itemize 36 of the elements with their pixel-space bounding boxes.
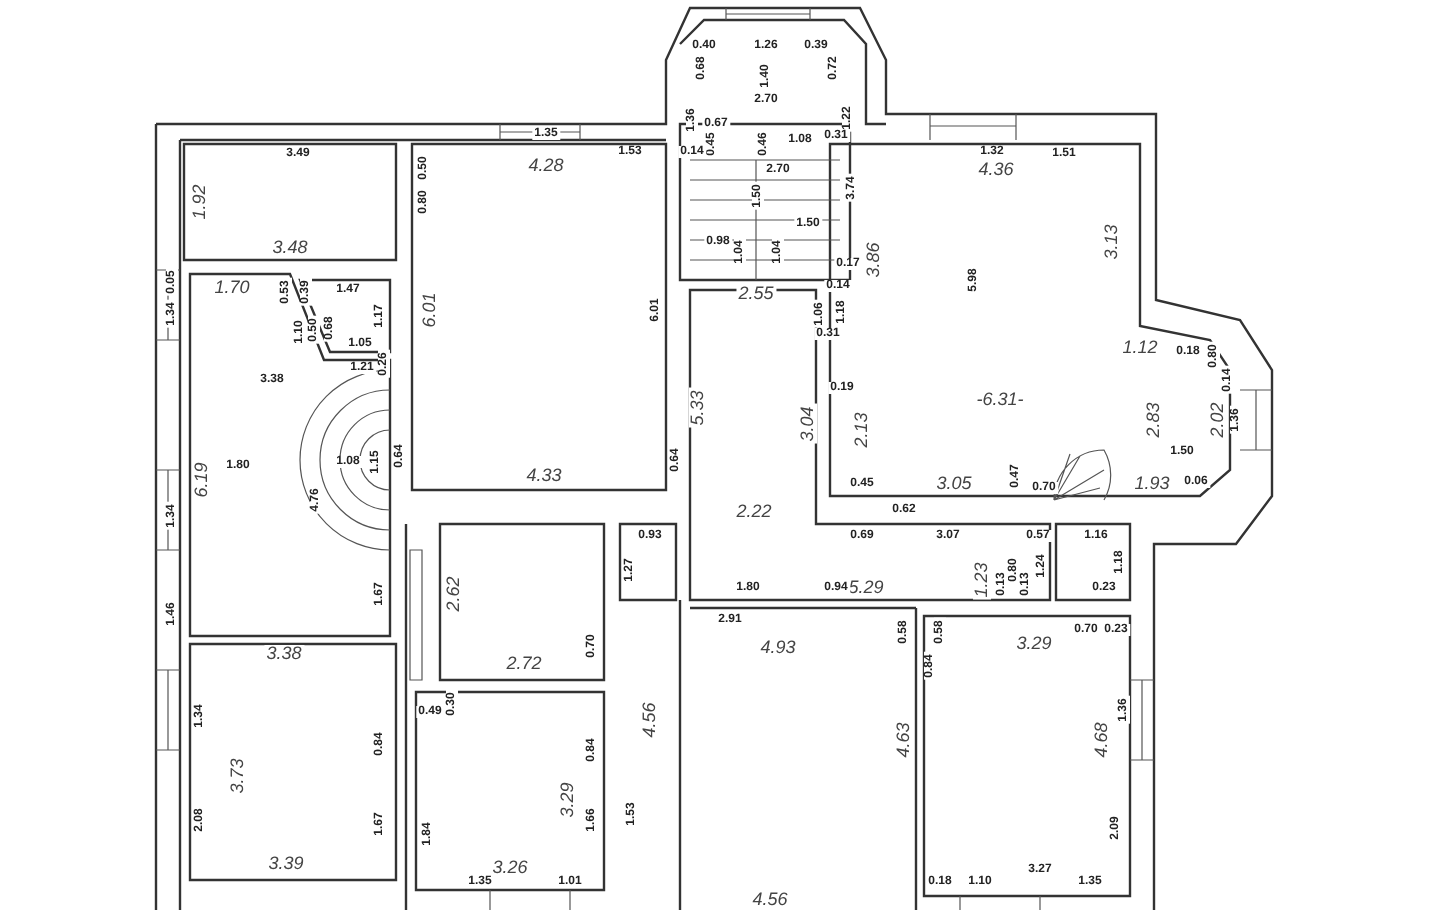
dimension-label: 6.01: [421, 290, 439, 330]
dimension-label: 4.56: [641, 700, 659, 740]
dimension-label: 2.02: [1209, 400, 1227, 440]
dimension-label: 6.19: [193, 460, 211, 500]
dimension-label: -6.31-: [974, 391, 1026, 409]
dimension-label: 3.86: [865, 240, 883, 280]
dimension-label: 1.92: [191, 182, 209, 222]
dimension-label: 2.62: [445, 574, 463, 614]
dimension-label: 2.22: [734, 503, 774, 521]
dimension-label: 3.05: [934, 475, 974, 493]
dimension-label: 1.23: [973, 560, 991, 600]
dimension-label: 2.83: [1145, 400, 1163, 440]
dimension-label: 2.72: [504, 655, 544, 673]
dimension-label: 4.93: [758, 639, 798, 657]
dimension-label: 4.63: [895, 720, 913, 760]
dimension-label: 2.55: [736, 285, 776, 303]
dimension-label: 4.68: [1093, 720, 1111, 760]
dimension-label: 5.29: [846, 579, 886, 597]
dimension-label: 3.13: [1103, 222, 1121, 262]
dimension-label: 3.73: [229, 756, 247, 796]
dimension-label: 4.36: [976, 161, 1016, 179]
dimension-label: 3.29: [559, 780, 577, 820]
dimension-label: 5.33: [689, 388, 707, 428]
dimension-label: 2.13: [853, 410, 871, 450]
dimension-label: 3.38: [264, 645, 304, 663]
dimension-label: 1.70: [212, 279, 252, 297]
dimension-label: 3.39: [266, 855, 306, 873]
dimension-label: 4.28: [526, 157, 566, 175]
dimension-label: 1.12: [1120, 339, 1160, 357]
dimension-label: 1.93: [1132, 475, 1172, 493]
dimension-label: 4.33: [524, 467, 564, 485]
dimension-label: 3.29: [1014, 635, 1054, 653]
dimension-label: 3.04: [799, 404, 817, 444]
dimension-label: 3.26: [490, 859, 530, 877]
dimension-label: 3.48: [270, 239, 310, 257]
dimension-label: 4.56: [750, 891, 790, 909]
